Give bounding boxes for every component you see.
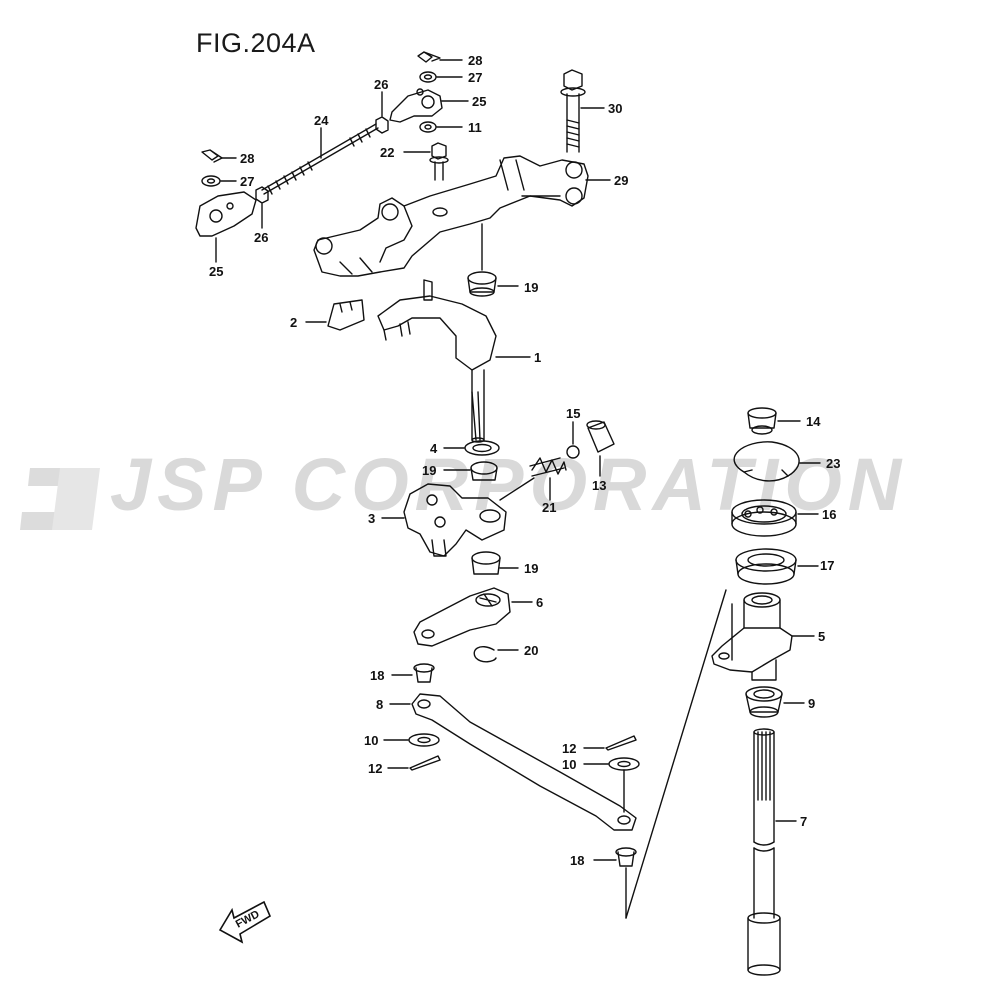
callout-13: 13 — [592, 478, 606, 493]
callout-15: 15 — [566, 406, 580, 421]
callout-14: 14 — [806, 414, 821, 429]
callout-5: 5 — [818, 629, 825, 644]
fwd-arrow-icon: FWD — [218, 900, 272, 944]
callout-24: 24 — [314, 113, 329, 128]
callout-3: 3 — [368, 511, 375, 526]
callout-21: 21 — [542, 500, 556, 515]
callout-18: 18 — [370, 668, 384, 683]
callout-8: 8 — [376, 697, 383, 712]
callout-16: 16 — [822, 507, 836, 522]
callout-labels: 28 27 26 25 24 11 30 22 28 27 29 26 25 1… — [209, 53, 840, 868]
callout-22: 22 — [380, 145, 394, 160]
callout-25b: 25 — [209, 264, 223, 279]
callout-1: 1 — [534, 350, 541, 365]
callout-19: 19 — [524, 280, 538, 295]
callout-27: 27 — [468, 70, 482, 85]
callout-30: 30 — [608, 101, 622, 116]
watermark-text: JSP CORPORATION — [110, 443, 907, 526]
callout-28b: 28 — [240, 151, 254, 166]
callout-9: 9 — [808, 696, 815, 711]
callout-26b: 26 — [254, 230, 268, 245]
callout-12: 12 — [562, 741, 576, 756]
callout-18b: 18 — [570, 853, 584, 868]
watermark-logo: JSP CORPORATION — [20, 443, 907, 530]
callout-29: 29 — [614, 173, 628, 188]
callout-25: 25 — [472, 94, 486, 109]
callout-4: 4 — [430, 441, 438, 456]
callout-7: 7 — [800, 814, 807, 829]
callout-19c: 19 — [524, 561, 538, 576]
callout-10: 10 — [364, 733, 378, 748]
callout-19b: 19 — [422, 463, 436, 478]
callout-6: 6 — [536, 595, 543, 610]
callout-28: 28 — [468, 53, 482, 68]
callout-11: 11 — [468, 120, 482, 135]
callout-27b: 27 — [240, 174, 254, 189]
callout-26: 26 — [374, 77, 388, 92]
callout-12b: 12 — [368, 761, 382, 776]
callout-2: 2 — [290, 315, 297, 330]
callout-20: 20 — [524, 643, 538, 658]
figure-title: FIG.204A — [196, 28, 316, 58]
callout-23: 23 — [826, 456, 840, 471]
callout-17: 17 — [820, 558, 834, 573]
callout-10b: 10 — [562, 757, 576, 772]
